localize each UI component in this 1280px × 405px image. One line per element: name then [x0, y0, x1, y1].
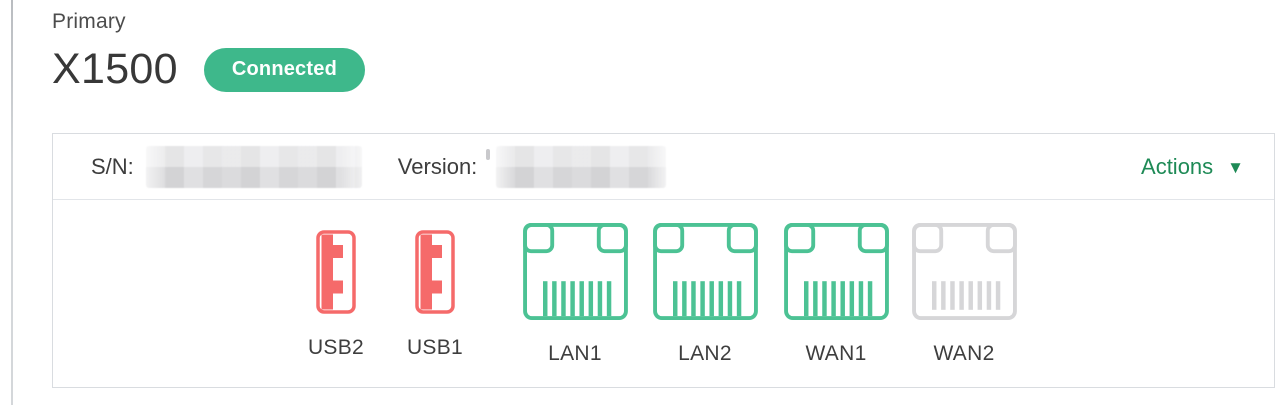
ethernet-port-icon: [522, 223, 628, 320]
ethernet-port-icon: [652, 223, 758, 320]
actions-dropdown-button[interactable]: Actions ▼: [1141, 154, 1244, 180]
port-usb1: USB1: [369, 223, 501, 360]
serial-number-label: S/N:: [91, 153, 134, 179]
device-card: S/N: Version: Actions ▼ USB2 USB1 LAN1 LAN2…: [52, 133, 1275, 388]
connection-status-badge: Connected: [203, 47, 365, 92]
port-lan2: LAN2: [639, 223, 771, 366]
usb-port-icon: [415, 230, 455, 314]
port-wan2: WAN2: [898, 223, 1030, 366]
left-edge-divider: [11, 0, 13, 405]
device-title-row: X1500 Connected: [52, 45, 365, 94]
version-label: Version:: [397, 153, 478, 179]
version-value-fragment: [486, 149, 491, 160]
port-lan1: LAN1: [509, 223, 641, 366]
port-usb2: USB2: [270, 223, 402, 360]
device-role-label: Primary: [52, 10, 126, 33]
device-info-bar: S/N: Version: Actions ▼: [53, 134, 1274, 200]
port-wan1: WAN1: [770, 223, 902, 366]
port-diagram: USB2 USB1 LAN1 LAN2 WAN1 WAN2: [53, 201, 1274, 387]
actions-label: Actions: [1141, 153, 1214, 179]
device-model-title: X1500: [52, 45, 178, 93]
ethernet-port-icon: [783, 223, 889, 320]
port-label: WAN2: [933, 342, 995, 365]
port-label: USB1: [406, 336, 464, 359]
port-label: USB2: [307, 336, 365, 359]
version-redacted-value: [496, 145, 667, 188]
usb-port-icon: [316, 230, 356, 314]
port-label: LAN2: [678, 342, 732, 365]
port-label: LAN1: [548, 342, 602, 365]
port-label: WAN1: [805, 342, 867, 365]
serial-number-redacted-value: [145, 145, 362, 188]
ethernet-port-icon: [911, 223, 1017, 320]
chevron-down-icon: ▼: [1227, 158, 1244, 177]
device-header: Primary X1500 Connected: [52, 10, 365, 94]
